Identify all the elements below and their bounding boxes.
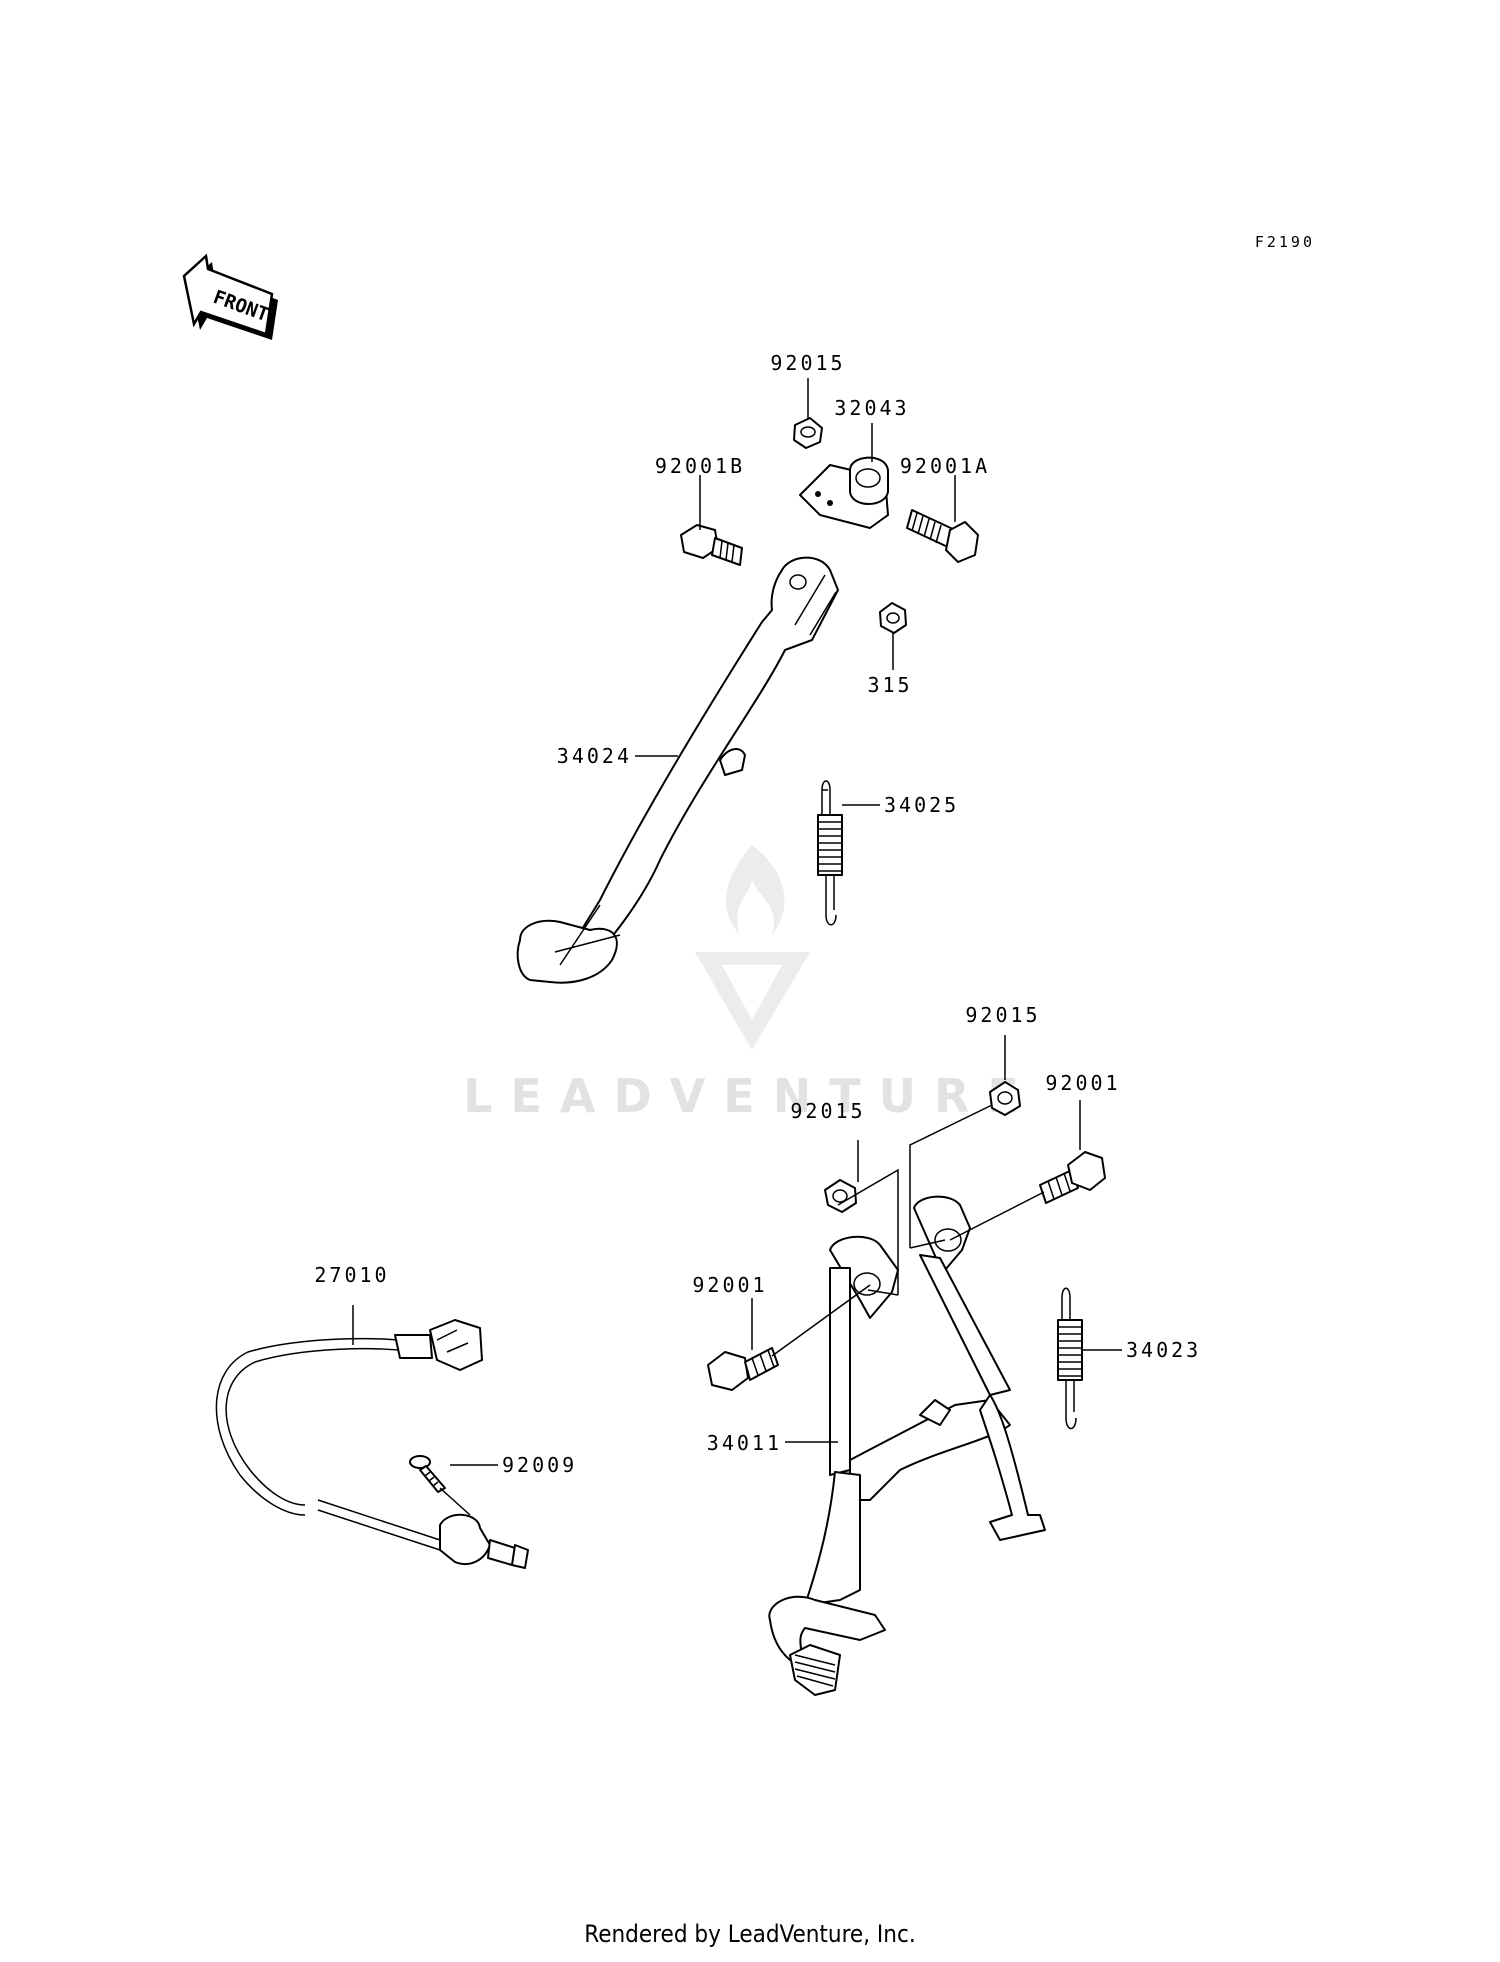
watermark: LEADVENTURE — [463, 845, 1037, 1123]
bracket-32043 — [799, 456, 889, 529]
watermark-text: LEADVENTURE — [463, 1069, 1037, 1123]
switch-27010 — [215, 1319, 529, 1569]
label-27010: 27010 — [314, 1263, 389, 1287]
leadventure-flame-logo — [695, 845, 810, 1050]
label-92001A: 92001A — [900, 454, 990, 478]
label-92001-left: 92001 — [692, 1273, 767, 1297]
nut-92015-right-1 — [989, 1081, 1021, 1116]
bolt-92001-left — [707, 1347, 779, 1391]
spring-34025 — [817, 780, 843, 926]
leader-lines — [352, 378, 1122, 1516]
bolt-92001-right — [1039, 1151, 1106, 1204]
screw-92009 — [409, 1455, 446, 1493]
label-34025: 34025 — [884, 793, 959, 817]
label-92009: 92009 — [502, 1453, 577, 1477]
label-92001-right: 92001 — [1045, 1071, 1120, 1095]
label-34011: 34011 — [707, 1431, 782, 1455]
bolt-92001B — [680, 524, 743, 566]
diagram-code: F2190 — [1255, 233, 1315, 251]
nut-92015-right-2 — [824, 1179, 857, 1213]
label-315: 315 — [867, 673, 912, 697]
label-92001B: 92001B — [655, 454, 745, 478]
label-34024: 34024 — [557, 744, 632, 768]
nut-315 — [879, 602, 907, 634]
nut-92015-top — [793, 417, 823, 449]
label-92015-top: 92015 — [770, 351, 845, 375]
front-arrow-icon: FRONT — [182, 253, 278, 340]
footer-credit: Rendered by LeadVenture, Inc. — [584, 1920, 916, 1948]
label-34023: 34023 — [1126, 1338, 1201, 1362]
label-92015-right-1: 92015 — [965, 1003, 1040, 1027]
label-92015-right-2: 92015 — [790, 1099, 865, 1123]
center-stand-34011 — [768, 1195, 1046, 1696]
bolt-92001A — [906, 509, 979, 563]
side-stand-34024 — [516, 556, 839, 984]
spring-34023 — [1057, 1287, 1083, 1430]
label-32043: 32043 — [834, 396, 909, 420]
